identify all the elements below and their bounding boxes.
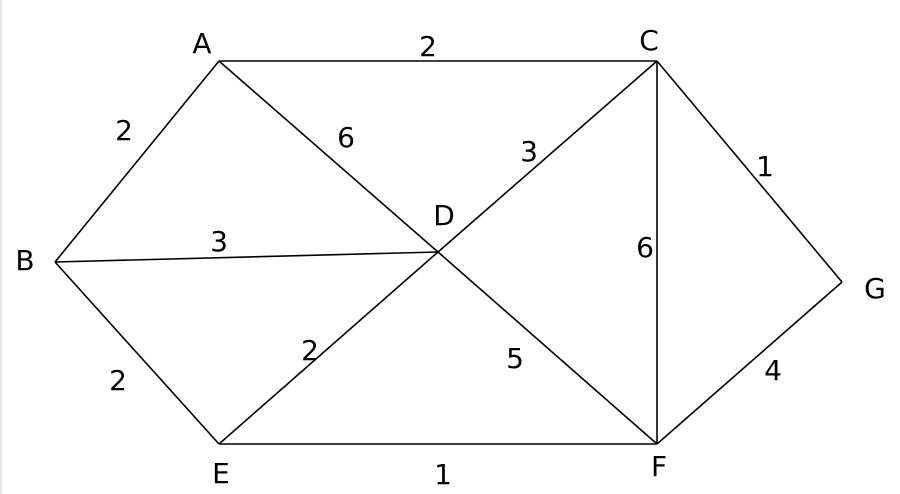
left-border [0,0,2,494]
node-label-c: C [639,24,659,57]
node-label-g: G [864,272,886,305]
edge-weight-f-g: 4 [764,354,782,387]
edge-weight-d-e: 2 [301,334,319,367]
edge-weight-a-d: 6 [337,121,355,154]
edge-d-e [218,251,439,445]
edge-weight-c-g: 1 [756,150,774,183]
edge-a-d [218,60,439,253]
edge-f-g [656,281,843,445]
node-label-f: F [651,450,667,483]
edge-b-d [54,251,439,263]
edge-weight-c-f: 6 [636,231,654,264]
nodes-layer: A B C D E F G [15,24,885,490]
node-label-e: E [212,457,230,490]
node-label-d: D [433,199,455,232]
edge-weight-a-c: 2 [419,30,437,63]
edge-c-g [656,60,843,283]
edge-d-f [437,251,658,445]
edge-b-e [54,261,220,445]
edges-layer [54,60,843,445]
node-label-b: B [15,244,34,277]
edge-weight-c-d: 3 [520,135,538,168]
edge-c-d [437,60,658,253]
edge-weight-e-f: 1 [434,458,452,491]
edge-a-b [54,60,220,263]
edge-weight-a-b: 2 [115,114,133,147]
weights-layer: 2 2 6 3 2 3 6 1 2 5 1 4 [109,30,782,491]
edge-weight-b-d: 3 [210,225,228,258]
edge-weight-b-e: 2 [109,364,127,397]
node-label-a: A [192,27,211,60]
edge-weight-d-f: 5 [506,342,524,375]
